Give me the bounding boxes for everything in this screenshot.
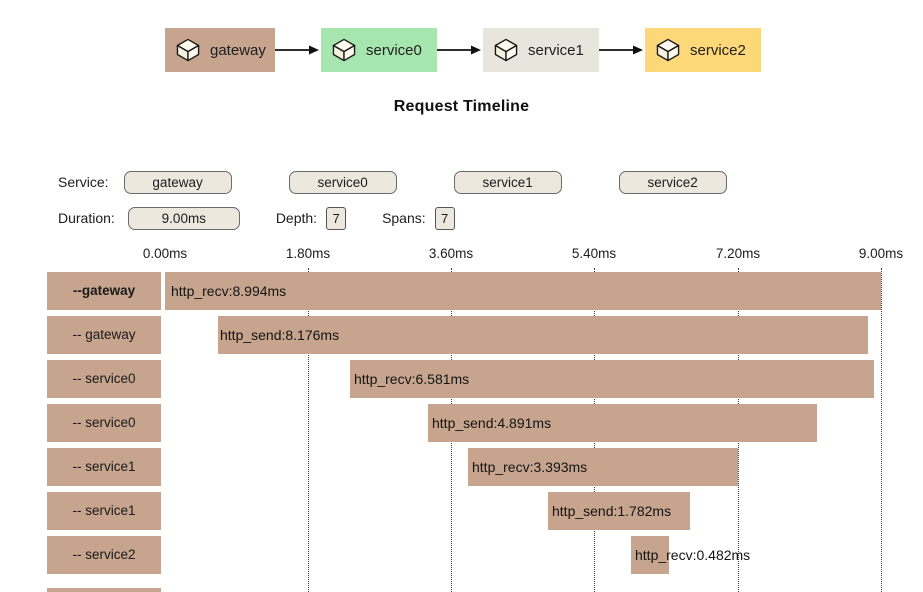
span-bar[interactable] [350, 360, 874, 398]
timeline-row[interactable]: -- service1 http_send:1.782ms [0, 492, 923, 536]
spans-value[interactable]: 7 [434, 206, 455, 230]
span-bar[interactable] [468, 448, 738, 486]
chain-node-service0[interactable]: service0 [321, 28, 437, 72]
chain-node-label: service2 [690, 41, 746, 59]
chain-node-service2[interactable]: service2 [645, 28, 761, 72]
timeline-row[interactable]: -- service0 http_recv:6.581ms [0, 360, 923, 404]
cube-icon [655, 37, 681, 63]
span-label[interactable]: -- service1 [47, 492, 161, 530]
span-bar[interactable] [428, 404, 817, 442]
service-chip-service1[interactable]: service1 [453, 170, 562, 194]
span-label[interactable]: -- service0 [47, 360, 161, 398]
axis-tick-label: 9.00ms [858, 246, 904, 261]
service-chain-diagram: gateway service0 service1 service2 [165, 28, 761, 72]
arrow-right-icon [275, 44, 321, 56]
axis-tick-label: 3.60ms [428, 246, 474, 261]
chain-node-service1[interactable]: service1 [483, 28, 599, 72]
service-chip-service0[interactable]: service0 [288, 170, 397, 194]
page-title: Request Timeline [393, 98, 530, 115]
span-duration-text: http_recv:3.393ms [472, 459, 588, 475]
span-label[interactable]: -- service2 [47, 536, 161, 574]
service-label: Service: [58, 174, 109, 190]
span-label[interactable]: -- service1 [47, 448, 161, 486]
timeline-row[interactable]: -- service1 http_recv:3.393ms [0, 448, 923, 492]
cube-icon [493, 37, 519, 63]
cube-icon [331, 37, 357, 63]
timeline-axis: 0.00ms 1.80ms 3.60ms 5.40ms 7.20ms 9.00ms [0, 246, 923, 266]
span-duration-text: http_send:8.176ms [220, 327, 340, 343]
duration-label: Duration: [58, 210, 115, 226]
timeline-row[interactable]: -- service0 http_send:4.891ms [0, 404, 923, 448]
chain-node-label: gateway [210, 41, 266, 59]
span-duration-text: http_recv:0.482ms [635, 547, 751, 563]
span-bar[interactable] [631, 536, 669, 574]
service-filter-row: Service: gateway service0 service1 servi… [58, 170, 727, 194]
span-duration-text: http_send:4.891ms [432, 415, 552, 431]
spans-label: Spans: [382, 210, 426, 226]
span-bar[interactable] [165, 272, 881, 310]
span-label[interactable]: --gateway [47, 272, 161, 310]
duration-value[interactable]: 9.00ms [127, 206, 240, 230]
chain-node-label: service1 [528, 41, 584, 59]
span-bar[interactable] [548, 492, 690, 530]
timeline-row-overflow [47, 588, 161, 592]
span-duration-text: http_recv:6.581ms [354, 371, 470, 387]
service-chip-service2[interactable]: service2 [618, 170, 727, 194]
stats-row: Duration: 9.00ms Depth: 7 Spans: 7 [58, 206, 455, 230]
axis-tick-label: 7.20ms [715, 246, 761, 261]
chain-node-gateway[interactable]: gateway [165, 28, 275, 72]
timeline-row[interactable]: -- service2 http_recv:0.482ms [0, 536, 923, 580]
depth-label: Depth: [275, 210, 318, 226]
depth-value[interactable]: 7 [326, 206, 347, 230]
span-duration-text: http_send:1.782ms [552, 503, 672, 519]
span-duration-text: http_recv:8.994ms [171, 283, 287, 299]
timeline-row[interactable]: --gateway http_recv:8.994ms [0, 272, 923, 316]
span-bar[interactable] [218, 316, 868, 354]
cube-icon [175, 37, 201, 63]
arrow-right-icon [599, 44, 645, 56]
span-label[interactable]: -- gateway [47, 316, 161, 354]
span-label[interactable]: -- service0 [47, 404, 161, 442]
service-chip-gateway[interactable]: gateway [123, 170, 232, 194]
chain-node-label: service0 [366, 41, 422, 59]
timeline-rows: --gateway http_recv:8.994ms -- gateway http… [0, 272, 923, 580]
arrow-right-icon [437, 44, 483, 56]
axis-tick-label: 1.80ms [285, 246, 331, 261]
axis-tick-label: 5.40ms [571, 246, 617, 261]
axis-tick-label: 0.00ms [142, 246, 188, 261]
timeline-row[interactable]: -- gateway http_send:8.176ms [0, 316, 923, 360]
